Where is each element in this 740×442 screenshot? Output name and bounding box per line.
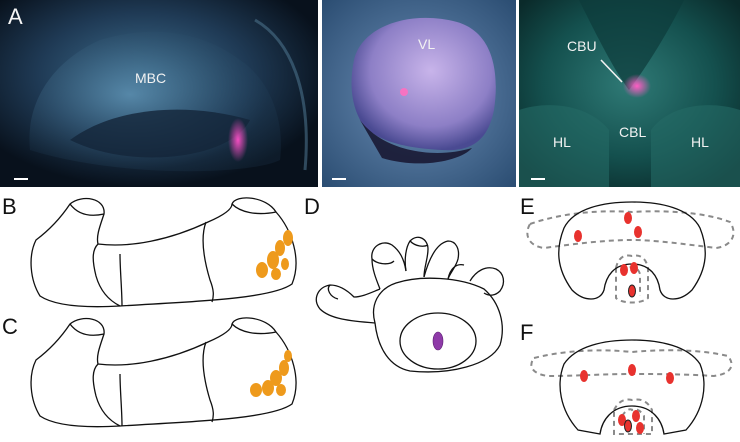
scale-bar-1 xyxy=(14,178,28,180)
diagram-f-dashed xyxy=(530,349,733,435)
micrograph-vl: VL xyxy=(322,0,516,187)
diagram-f-markers xyxy=(580,364,674,434)
panel-letter-d: D xyxy=(304,194,320,219)
diagram-e xyxy=(526,201,735,304)
label-cbu: CBU xyxy=(567,38,597,54)
diagram-b-markers xyxy=(256,230,293,280)
scale-bar-2 xyxy=(332,178,346,180)
diagram-c xyxy=(30,317,297,428)
diagram-c-outline xyxy=(30,317,297,428)
diagram-e-markers xyxy=(574,212,642,298)
panel-letter-e: E xyxy=(520,194,535,219)
panel-letter-c: C xyxy=(2,314,18,339)
panel-letter-a: A xyxy=(8,4,23,29)
diagram-c-markers xyxy=(250,350,292,397)
diagram-b xyxy=(30,197,297,308)
micrograph-cbu-image xyxy=(519,0,740,187)
micrograph-mbc: A MBC xyxy=(0,0,318,187)
micrograph-mbc-image xyxy=(0,0,318,187)
diagram-b-outline xyxy=(30,197,297,308)
diagram-f xyxy=(530,339,733,435)
label-hl-right: HL xyxy=(691,134,709,150)
diagram-d-marker xyxy=(432,331,444,351)
diagram-e-outline xyxy=(558,201,706,300)
micrograph-cbu-cbl: CBU HL CBL HL xyxy=(519,0,740,187)
diagram-d-outline xyxy=(315,236,505,373)
panel-letter-f: F xyxy=(520,320,534,345)
label-vl: VL xyxy=(418,36,436,52)
scale-bar-3 xyxy=(531,178,545,180)
diagram-f-outline xyxy=(559,339,705,435)
micrograph-vl-image xyxy=(322,0,516,187)
diagram-d xyxy=(315,236,505,373)
label-hl-left: HL xyxy=(553,134,571,150)
panel-letter-b: B xyxy=(2,194,17,219)
label-cbl: CBL xyxy=(619,124,647,140)
label-mbc: MBC xyxy=(135,70,167,86)
